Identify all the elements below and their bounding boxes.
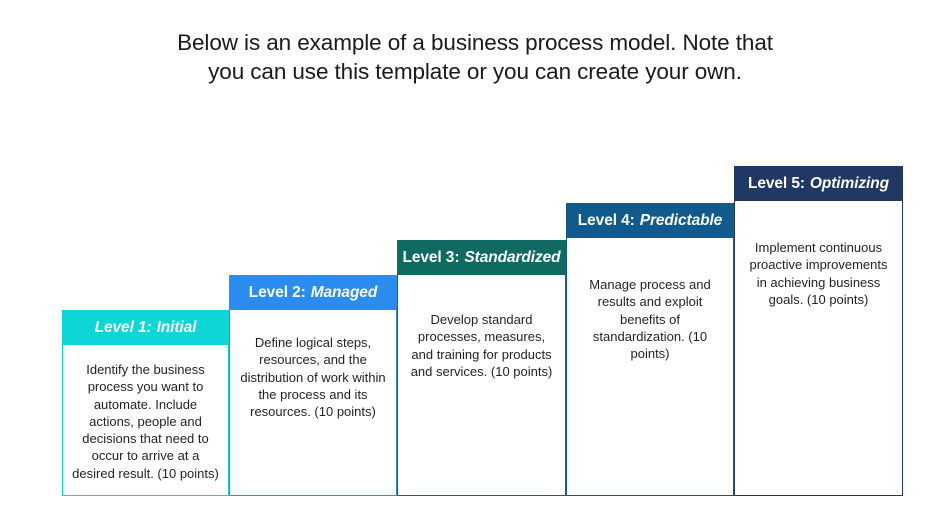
page-title: Below is an example of a business proces… [120,28,830,86]
level-4-number: Level 4: [577,211,635,229]
level-3-header: Level 3: Standardized [397,240,566,275]
level-3-body: Develop standard processes, measures, an… [397,275,566,496]
level-5-body: Implement continuous proactive improveme… [734,201,903,496]
level-block-1[interactable]: Level 1: Initial Identify the business p… [62,310,229,496]
level-3-number: Level 3: [402,248,460,266]
level-2-header: Level 2: Managed [229,275,397,310]
level-2-name: Managed [310,283,378,301]
level-1-name: Initial [156,318,197,336]
page-title-line-2: you can use this template or you can cre… [208,59,742,84]
level-5-header: Level 5: Optimizing [734,166,903,201]
level-block-5[interactable]: Level 5: Optimizing Implement continuous… [734,166,903,496]
level-3-name: Standardized [464,248,561,266]
level-5-name: Optimizing [809,174,889,192]
level-2-number: Level 2: [248,283,306,301]
level-block-2[interactable]: Level 2: Managed Define logical steps, r… [229,275,397,496]
level-block-3[interactable]: Level 3: Standardized Develop standard p… [397,240,566,496]
level-1-body: Identify the business process you want t… [62,345,229,496]
level-4-header: Level 4: Predictable [566,203,734,238]
level-1-number: Level 1: [94,318,152,336]
level-1-header: Level 1: Initial [62,310,229,345]
level-4-name: Predictable [639,211,723,229]
level-4-body: Manage process and results and exploit b… [566,238,734,496]
level-block-4[interactable]: Level 4: Predictable Manage process and … [566,203,734,496]
page-title-line-1: Below is an example of a business proces… [177,30,773,55]
level-5-number: Level 5: [747,174,805,192]
level-2-body: Define logical steps, resources, and the… [229,310,397,496]
